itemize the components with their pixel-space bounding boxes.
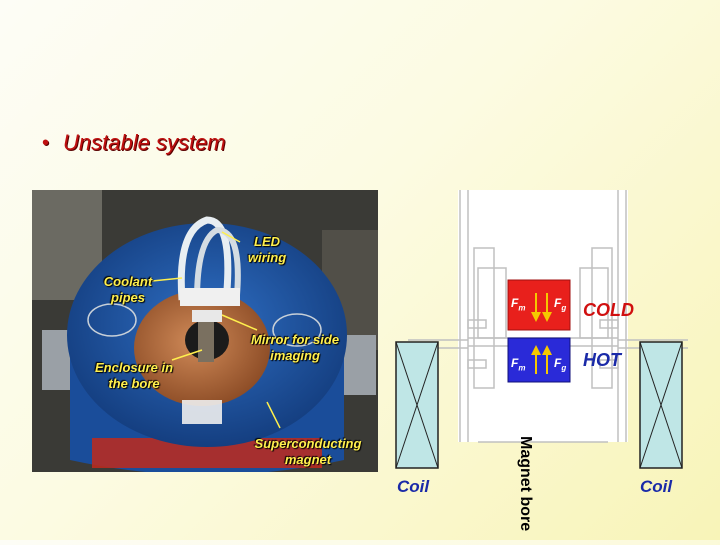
port-right	[272, 313, 322, 347]
coil-left-shape	[395, 341, 439, 469]
cold-block	[507, 279, 571, 331]
cold-arrows	[531, 293, 552, 322]
cold-label: COLD	[583, 300, 634, 320]
led-arrow	[221, 231, 241, 243]
magnet-diagram: Fm Fg Fm Fg COLD HOT Coil Coil Magnet bo…	[378, 190, 720, 540]
enclosure-label: Enclosure in the bore	[94, 360, 174, 391]
coolant-pipe-1	[177, 216, 232, 301]
coil-left-label: Coil	[397, 477, 430, 496]
mirror-arrow	[221, 314, 258, 331]
hot-fm-label: Fm	[511, 356, 526, 373]
hot-block	[507, 337, 571, 383]
hot-arrows	[531, 345, 552, 374]
coolant-pipe-2	[194, 226, 241, 301]
bullet-text: Unstable system	[63, 130, 226, 155]
coil-right-label: Coil	[640, 477, 673, 496]
bore-label: Magnet bore	[517, 436, 534, 532]
bullet-dot: •	[42, 131, 50, 154]
coil-right-shape	[639, 341, 683, 469]
mirror-mount	[192, 310, 222, 322]
diagram-drawing	[395, 190, 688, 469]
port-left	[87, 303, 137, 337]
hot-fg-label: Fg	[554, 356, 567, 373]
bullet-item: • Unstable system	[42, 130, 226, 156]
warning-sticker	[182, 400, 222, 424]
enclosure-tube	[198, 320, 214, 362]
pipe-clamp	[180, 288, 240, 306]
coolant-pipes-label: Coolant pipes	[103, 274, 153, 305]
cold-fg-label: Fg	[554, 296, 567, 313]
magnet-photo-drawing	[32, 190, 378, 472]
mirror-label: Mirror for side imaging	[250, 332, 340, 363]
superconducting-label: Superconducting magnet	[254, 436, 362, 467]
cold-fm-label: Fm	[511, 296, 526, 313]
hot-label: HOT	[583, 350, 621, 370]
coolant-arrow	[141, 277, 183, 283]
bore-frame	[408, 190, 688, 443]
magnet-arrow	[266, 401, 281, 429]
magnet-photo: LED wiring Coolant pipes Mirror for side…	[32, 190, 378, 472]
enclosure-arrow	[171, 349, 203, 361]
led-wiring-label: LED wiring	[247, 234, 287, 265]
